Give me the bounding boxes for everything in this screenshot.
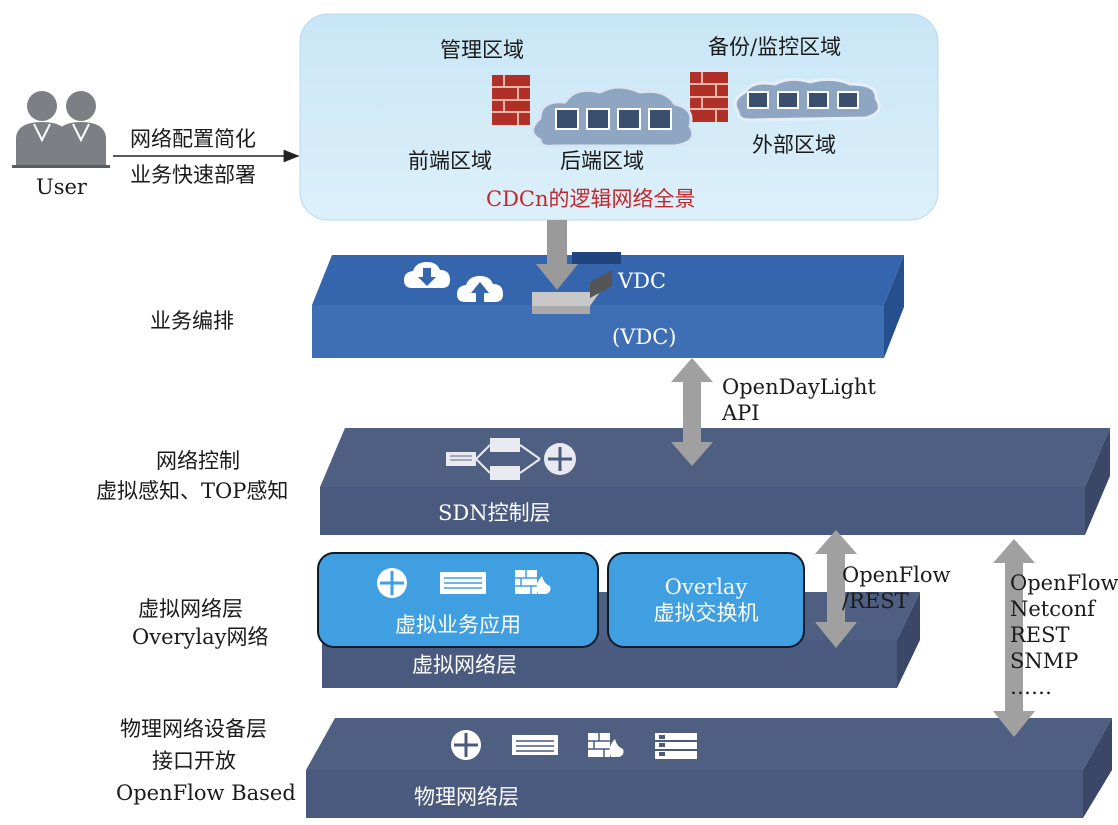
logical-to-vdc-arrow [536,220,578,290]
virtual-left-label-2: Overylay网络 [132,625,269,649]
southbound-physical-text-5: …… [1010,675,1052,699]
southbound-physical-text-4: SNMP [1010,649,1079,673]
virtual-left-label-1: 虚拟网络层 [138,597,243,621]
virtual-app-label: 虚拟业务应用 [395,613,521,637]
firewall-icon [515,570,551,594]
cloud-upload-icon [457,276,503,302]
physical-left-label-1: 物理网络设备层 [120,717,267,741]
firewall-icon [492,75,530,125]
virtual-network-name: 虚拟网络层 [412,653,517,677]
topology-icon [446,438,576,480]
sdn-control-name: SDN控制层 [438,501,551,525]
physical-network-name: 物理网络层 [414,785,519,809]
northbound-arrow [671,358,713,466]
physical-network-layer-slab [306,718,1112,818]
server-rack-icon [655,733,697,759]
cloud-download-icon [404,262,450,288]
vdc-layer-slab [312,255,904,358]
switch-icon [440,572,486,594]
southbound-virtual-text-2: /REST [842,589,909,613]
southbound-physical-text-1: OpenFlow [1010,571,1118,595]
northbound-text-1: OpenDayLight [722,375,876,399]
zone-management: 管理区域 [440,38,524,62]
physical-left-label-2: 接口开放 [152,749,236,773]
user-icon [12,91,110,168]
southbound-virtual-text-1: OpenFlow [842,563,951,587]
orchestration-left-label: 业务编排 [150,309,234,333]
vdc-name: VDC [618,269,667,293]
physical-left-label-3: OpenFlow Based [116,781,296,805]
control-left-label-1: 网络控制 [156,449,240,473]
zone-external: 外部区域 [752,133,836,157]
overlay-switch-box [607,552,805,648]
southbound-physical-text-2: Netconf [1010,597,1095,621]
switch-icon [512,735,558,755]
user-arrow-text-1: 网络配置简化 [130,127,256,151]
backend-cloud-icon [531,85,695,148]
overlay-switch-label-1: Overlay [664,575,748,599]
control-left-label-2: 虚拟感知、TOP感知 [96,479,289,503]
vdc-block-icon [532,252,621,314]
northbound-text-2: API [722,401,760,425]
overlay-switch-label-2: 虚拟交换机 [653,601,759,625]
logical-view-caption: CDCn的逻辑网络全景 [486,187,696,211]
southbound-physical-arrow [993,539,1035,737]
zone-backup-monitor: 备份/监控区域 [708,35,842,59]
router-icon [377,568,407,598]
zone-frontend: 前端区域 [408,149,492,173]
external-cloud-icon [733,77,881,122]
southbound-virtual-arrow [815,530,857,648]
user-label: User [36,175,87,199]
zone-backend: 后端区域 [560,149,644,173]
router-icon [451,730,481,760]
firewall-icon [690,72,728,122]
user-arrow-text-2: 业务快速部署 [130,163,256,187]
southbound-physical-text-3: REST [1010,623,1070,647]
vdc-sub: (VDC) [612,325,677,349]
firewall-icon [588,733,624,757]
